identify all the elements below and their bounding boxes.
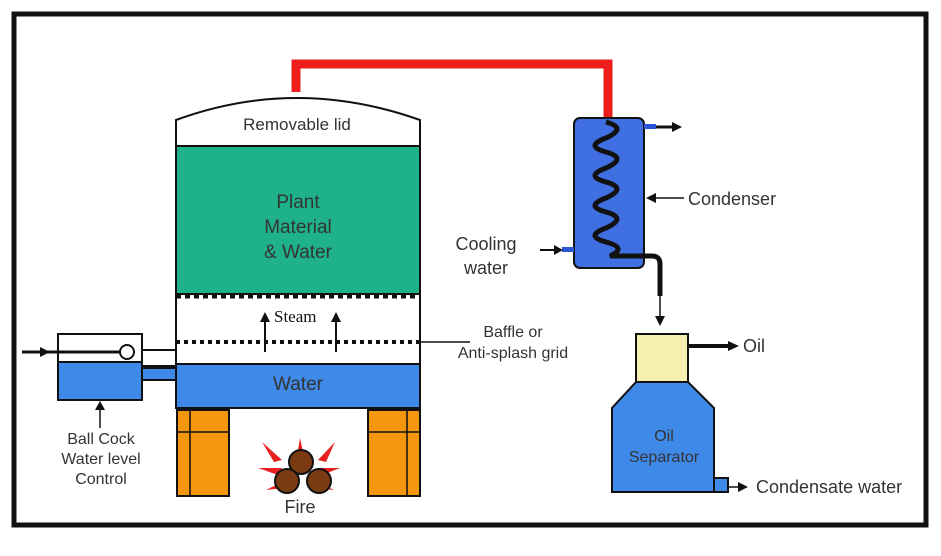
outer-frame [11,11,929,528]
inlet-arrow-head [40,347,50,357]
label-oil-separator: Oil Separator [614,426,714,468]
steam-arrow-right-head [331,312,341,322]
oil-layer [635,333,689,383]
label-condenser: Condenser [688,189,777,209]
label-ball-cock-line-1: Ball Cock [67,431,135,448]
support-right [367,409,421,497]
condenser-body [573,117,645,269]
condensate-outlet-arrow [738,482,748,492]
float-ball [119,344,135,360]
coolant-outlet-arrow [672,122,682,132]
label-oil-separator-line-2: Separator [628,449,700,466]
log-right [306,468,332,494]
condenser-coil [592,119,663,296]
label-fire: Fire [284,497,316,517]
log-left [274,468,300,494]
label-plant-material: Plant Material & Water [226,190,370,265]
plant-material-block [175,145,421,295]
label-plant-material-line-3: & Water [264,242,332,263]
label-cooling-water: Cooling water [438,232,534,280]
condensate-outlet [713,477,729,493]
condenser-pointer-head [646,193,656,203]
coolant-inlet-port [562,247,574,252]
label-cooling-water-line-1: Cooling [455,234,517,254]
label-cooling-water-line-2: water [463,258,508,278]
distillate-drop-arrow [655,316,665,326]
log-top [288,449,314,475]
ball-cock-pointer-head [95,401,105,410]
label-baffle-line-1: Baffle or [483,324,543,341]
label-steam: Steam [274,307,317,326]
steam-pipe [291,59,613,128]
steam-arrow-left-head [260,312,270,322]
label-oil: Oil [743,336,765,356]
support-left [176,409,230,497]
connector-upper [141,349,177,367]
steam-zone [175,293,421,365]
label-water: Water [273,374,323,395]
label-condensate-water: Condensate water [756,477,903,497]
coolant-outlet-port [644,124,656,129]
removable-lid [175,97,421,147]
label-removable-lid: Removable lid [243,115,351,134]
label-ball-cock-line-2: Water level [61,451,141,468]
coolant-inlet-arrow [554,245,563,255]
label-oil-separator-line-1: Oil [654,428,674,445]
vessel-water [175,363,421,409]
oil-outlet-arrow [728,341,739,351]
label-ball-cock: Ball Cock Water level Control [46,430,156,490]
ball-cock-reservoir [57,361,143,401]
label-baffle: Baffle or Anti-splash grid [438,322,588,364]
label-plant-material-line-1: Plant [276,192,320,213]
label-plant-material-line-2: Material [264,217,332,238]
label-ball-cock-line-3: Control [75,471,127,488]
connector-lower [141,367,177,381]
label-baffle-line-2: Anti-splash grid [457,345,569,362]
